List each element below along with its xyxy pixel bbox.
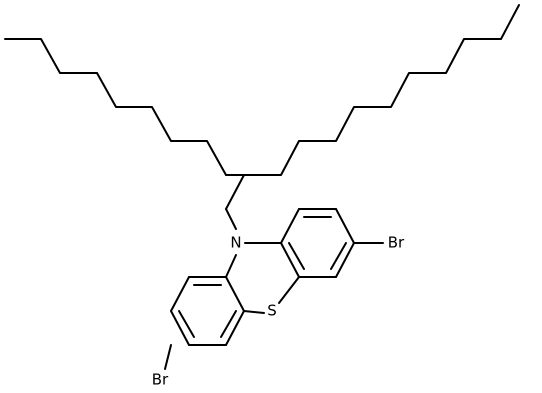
- branch-link: [225, 174, 245, 230]
- bromine-bonds: [164, 242, 384, 370]
- left-benzene-ring: [170, 276, 245, 346]
- octyl-chain: [4, 38, 227, 176]
- nitrogen-atom-label: N: [230, 234, 241, 252]
- sulfur-atom-label: S: [267, 302, 277, 320]
- bromine-right-label: Br: [388, 234, 405, 252]
- right-benzene-ring: [280, 208, 355, 278]
- central-thiazine-ring: [225, 242, 300, 314]
- bromine-left-label: Br: [152, 371, 169, 389]
- decyl-chain: [243, 4, 520, 176]
- atom-labels: N S Br Br: [152, 234, 405, 389]
